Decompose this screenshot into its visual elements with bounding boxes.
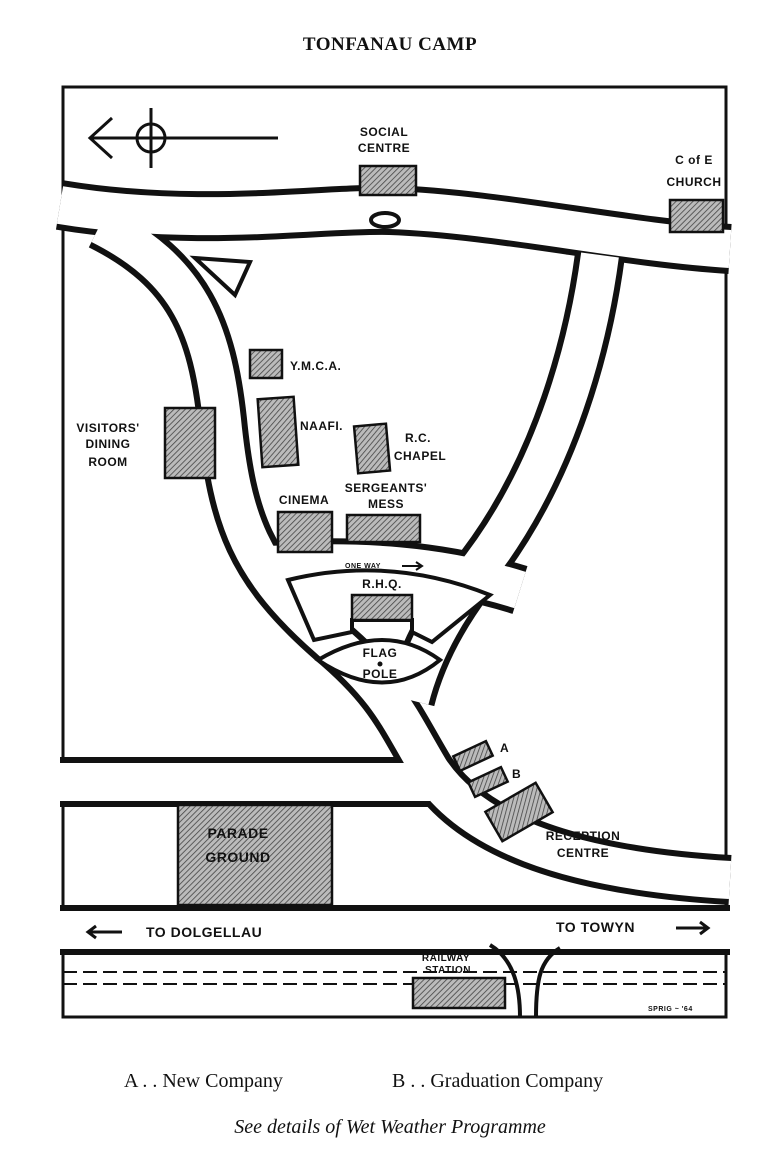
label-b: B — [512, 767, 521, 781]
label-naafi: NAAFI. — [300, 419, 343, 433]
label-flag-pole-2: POLE — [363, 667, 398, 681]
label-railway-2: STATION — [425, 965, 471, 976]
roundabout-island — [189, 255, 254, 299]
ymca-building — [248, 348, 284, 380]
arrow-right-icon — [676, 920, 711, 936]
sergeants-mess-building — [345, 513, 422, 544]
label-rhq: R.H.Q. — [362, 577, 402, 591]
label-visitors-3: ROOM — [88, 455, 127, 469]
social-centre-building — [358, 164, 418, 197]
cinema-building — [276, 510, 334, 554]
north-arrow-icon — [87, 108, 278, 168]
small-island — [369, 211, 401, 229]
railway-station-building — [411, 976, 507, 1010]
label-one-way: ONE WAY — [345, 563, 381, 570]
label-sergeants-2: MESS — [368, 497, 404, 511]
label-church-2: CHURCH — [667, 175, 722, 189]
building-a — [451, 739, 495, 773]
building-b — [466, 765, 510, 799]
arrow-left-icon — [85, 924, 122, 940]
map-title: TONFANAU CAMP — [302, 34, 478, 55]
flag-pole-dot-icon — [377, 661, 383, 667]
label-visitors: VISITORS' — [76, 421, 139, 435]
label-ymca: Y.M.C.A. — [290, 359, 341, 373]
label-social-centre-2: CENTRE — [358, 141, 410, 155]
label-flag-pole: FLAG — [363, 646, 398, 660]
reception-centre-building — [483, 781, 555, 843]
rc-chapel-building — [352, 422, 392, 475]
label-parade-2: GROUND — [205, 849, 270, 865]
label-railway: RAILWAY — [422, 953, 470, 964]
artist-signature: SPRIG ~ '64 — [648, 1006, 693, 1013]
church-building — [668, 198, 725, 234]
label-church: C of E — [675, 153, 713, 167]
label-sergeants: SERGEANTS' — [345, 481, 428, 495]
footnote: See details of Wet Weather Programme — [234, 1116, 546, 1138]
label-rc-chapel-2: CHAPEL — [394, 449, 446, 463]
visitors-dining-building — [163, 406, 217, 480]
label-a: A — [500, 741, 509, 755]
label-social-centre: SOCIAL — [360, 125, 408, 139]
label-visitors-2: DINING — [86, 437, 131, 451]
label-cinema: CINEMA — [279, 493, 329, 507]
flag-pole-island — [314, 638, 444, 685]
label-reception: RECEPTION — [546, 829, 621, 843]
legend-a: A . . New Company — [124, 1070, 283, 1092]
legend-b: B . . Graduation Company — [392, 1070, 604, 1092]
naafi-building — [256, 395, 300, 469]
label-parade: PARADE — [207, 825, 268, 841]
label-reception-2: CENTRE — [557, 846, 609, 860]
one-way-arrow-icon — [402, 561, 424, 571]
label-to-dolgellau: TO DOLGELLAU — [146, 924, 262, 940]
label-to-towyn: TO TOWYN — [556, 919, 635, 935]
rhq-building — [350, 593, 414, 622]
parade-ground — [176, 803, 334, 907]
label-rc-chapel: R.C. — [405, 431, 431, 445]
